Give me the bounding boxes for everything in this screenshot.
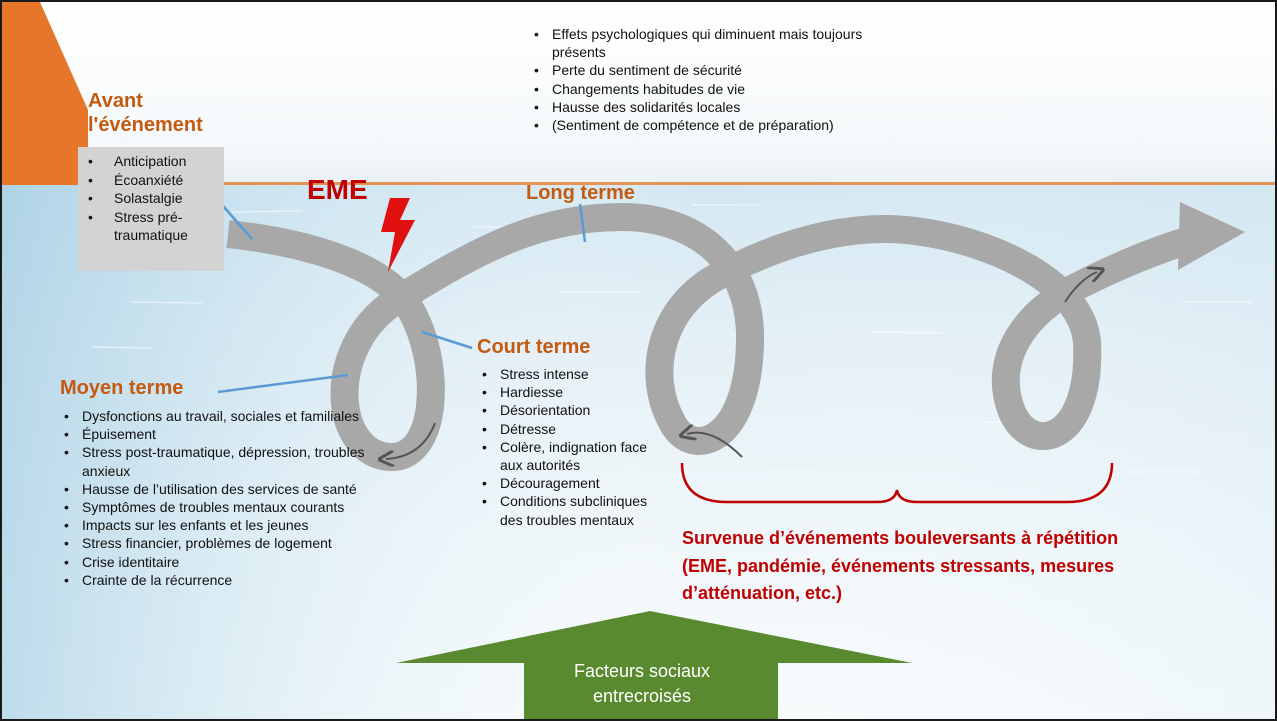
before-event-title-line1: Avant bbox=[88, 90, 143, 112]
horizon-line bbox=[2, 182, 1275, 185]
before-event-item: Anticipation bbox=[80, 152, 218, 171]
orange-triangle bbox=[2, 2, 88, 185]
long-term-item: Changements habitudes de vie bbox=[530, 80, 890, 98]
medium-term-item: Crainte de la récurrence bbox=[60, 571, 400, 589]
short-term-item: Détresse bbox=[478, 420, 658, 438]
medium-term-item: Stress post-traumatique, dépression, tro… bbox=[60, 443, 400, 479]
spiral-arrow-head bbox=[1178, 202, 1245, 270]
second-loop-arrow bbox=[687, 433, 743, 458]
short-term-title: Court terme bbox=[477, 336, 591, 358]
long-term-title: Long terme bbox=[526, 182, 635, 204]
long-term-item: Perte du sentiment de sécurité bbox=[530, 61, 890, 79]
before-event-title-line2: l'événement bbox=[88, 114, 203, 136]
medium-term-item: Épuisement bbox=[60, 425, 400, 443]
medium-term-item: Stress financier, problèmes de logement bbox=[60, 534, 400, 552]
recurrence-text: Survenue d’événements bouleversants à ré… bbox=[682, 525, 1192, 608]
recurrence-line: d’atténuation, etc.) bbox=[682, 583, 843, 603]
before-event-item: Solastalgie bbox=[80, 189, 218, 208]
connector-lines bbox=[201, 181, 587, 394]
eme-label: EME bbox=[307, 174, 368, 205]
social-factors-arrow bbox=[396, 611, 912, 719]
recurrence-line: Survenue d’événements bouleversants à ré… bbox=[682, 528, 1119, 548]
before-event-title: Avant l'événement bbox=[88, 89, 248, 137]
long-term-list: Effets psychologiques qui diminuent mais… bbox=[530, 25, 890, 134]
medium-term-list: Dysfonctions au travail, sociales et fam… bbox=[60, 407, 400, 589]
medium-term-item: Crise identitaire bbox=[60, 553, 400, 571]
social-factors-label: Facteurs sociaux entrecroisés bbox=[562, 659, 722, 709]
before-event-box: Anticipation Écoanxiété Solastalgie Stre… bbox=[78, 147, 224, 271]
before-event-item: Stress pré-traumatique bbox=[80, 208, 218, 245]
short-term-item: Découragement bbox=[478, 474, 658, 492]
short-term-item: Stress intense bbox=[478, 365, 658, 383]
social-factors-line: Facteurs sociaux bbox=[573, 661, 711, 681]
medium-term-title: Moyen terme bbox=[60, 377, 184, 399]
medium-term-item: Symptômes de troubles mentaux courants bbox=[60, 498, 400, 516]
short-term-list: Stress intense Hardiesse Désorientation … bbox=[478, 365, 658, 529]
recurrence-brace bbox=[680, 462, 1114, 504]
short-term-item: Colère, indignation face aux autorités bbox=[478, 438, 658, 474]
before-event-item: Écoanxiété bbox=[80, 171, 218, 190]
third-loop-arrow bbox=[1064, 272, 1097, 303]
short-term-item: Conditions subcliniques des troubles men… bbox=[478, 492, 658, 528]
medium-term-item: Impacts sur les enfants et les jeunes bbox=[60, 516, 400, 534]
recurrence-line: (EME, pandémie, événements stressants, m… bbox=[682, 555, 1115, 576]
before-event-list: Anticipation Écoanxiété Solastalgie Stre… bbox=[80, 152, 218, 245]
social-factors-line: entrecroisés bbox=[592, 686, 692, 706]
long-term-item: Effets psychologiques qui diminuent mais… bbox=[530, 25, 890, 61]
medium-term-item: Dysfonctions au travail, sociales et fam… bbox=[60, 407, 400, 425]
lightning-icon bbox=[381, 198, 415, 272]
medium-term-item: Hausse de l’utilisation des services de … bbox=[60, 480, 400, 498]
short-term-item: Hardiesse bbox=[478, 383, 658, 401]
long-term-item: Hausse des solidarités locales bbox=[530, 98, 890, 116]
long-term-item: (Sentiment de compétence et de préparati… bbox=[530, 116, 890, 134]
short-term-item: Désorientation bbox=[478, 401, 658, 419]
